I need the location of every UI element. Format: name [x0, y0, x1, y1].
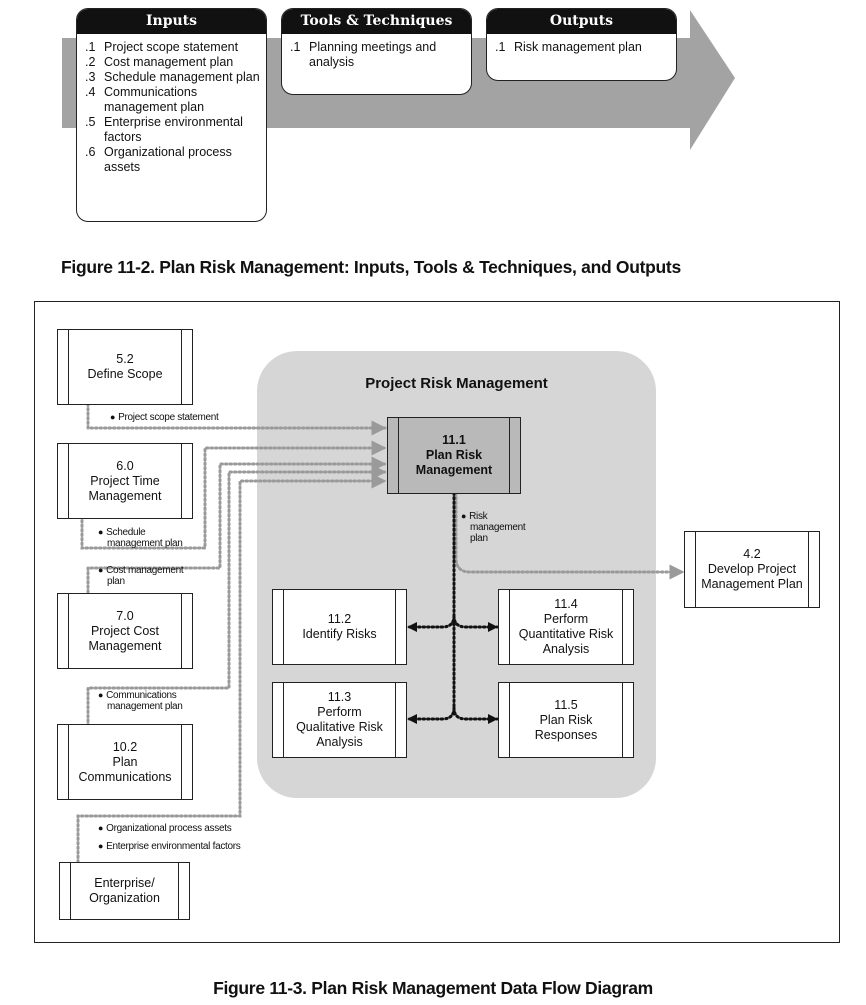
- flow-plan-risk-to-pmp: [454, 491, 685, 580]
- cost-management-box: 7.0 Project Cost Management: [57, 593, 193, 669]
- inputs-item: .2 Cost management plan: [85, 55, 260, 70]
- inputs-header: Inputs: [77, 9, 266, 34]
- figure-11-3-caption: Figure 11-3. Plan Risk Management Data F…: [213, 978, 653, 998]
- inputs-item-text: Schedule management plan: [104, 70, 260, 84]
- inputs-item: .6 Organizational process assets: [85, 145, 260, 175]
- bullet-icon: ●: [98, 565, 104, 575]
- inputs-item-number: .1: [85, 40, 96, 54]
- outputs-header: Outputs: [487, 9, 676, 34]
- quantitative-analysis-name: Perform Quantitative Risk Analysis: [518, 612, 614, 656]
- inputs-item-number: .4: [85, 85, 96, 99]
- define-scope-number: 5.2: [116, 352, 134, 366]
- time-management-box: 6.0 Project Time Management: [57, 443, 193, 519]
- tools-list: .1 Planning meetings and analysis: [282, 34, 471, 74]
- enterprise-organization-box: Enterprise/ Organization: [59, 862, 190, 920]
- inputs-panel: Inputs .1 Project scope statement .2 Cost m…: [76, 8, 267, 222]
- develop-pmp-name: Develop Project Management Plan: [701, 562, 803, 591]
- figure-11-2-caption: Figure 11-2. Plan Risk Management: Input…: [61, 257, 681, 277]
- quantitative-analysis-box: 11.4 Perform Quantitative Risk Analysis: [498, 589, 634, 665]
- outputs-list: .1 Risk management plan: [487, 34, 676, 59]
- label-cost-management-plan: ●Cost management plan: [98, 565, 184, 587]
- inputs-item-number: .5: [85, 115, 96, 129]
- label-communications-management-plan: ●Communications management plan: [98, 690, 183, 712]
- flow-scope-to-plan-risk: [86, 402, 387, 436]
- inputs-item-number: .2: [85, 55, 96, 69]
- plan-risk-responses-number: 11.5: [554, 697, 578, 712]
- label-organizational-process-assets: ●Organizational process assets: [98, 823, 232, 834]
- inputs-item-text: Enterprise environmental factors: [104, 115, 243, 144]
- identify-risks-box: 11.2 Identify Risks: [272, 589, 407, 665]
- group-title: Project Risk Management: [365, 375, 548, 392]
- inputs-item: .1 Project scope statement: [85, 40, 260, 55]
- inputs-item-number: .3: [85, 70, 96, 84]
- plan-risk-number: 11.1: [442, 433, 466, 447]
- flow-to-responses: [452, 706, 499, 724]
- develop-pmp-number: 4.2: [743, 547, 761, 561]
- plan-risk-responses-name: Plan Risk Responses: [534, 712, 598, 742]
- outputs-item: .1 Risk management plan: [495, 40, 670, 55]
- bullet-icon: ●: [98, 823, 104, 833]
- define-scope-box: 5.2 Define Scope: [57, 329, 193, 405]
- enterprise-organization-name: Enterprise/ Organization: [89, 876, 160, 905]
- tools-item: .1 Planning meetings and analysis: [290, 40, 465, 70]
- flow-to-quantitative: [452, 614, 499, 632]
- tools-header: Tools & Techniques: [282, 9, 471, 34]
- outputs-item-number: .1: [495, 40, 506, 54]
- flow-comms-to-plan-risk: [86, 464, 387, 728]
- outputs-item-text: Risk management plan: [514, 40, 642, 54]
- inputs-item-text: Organizational process assets: [104, 145, 232, 174]
- plan-communications-box: 10.2 Plan Communications: [57, 724, 193, 800]
- plan-risk-name: Plan Risk Management: [415, 448, 493, 477]
- inputs-item: .3 Schedule management plan: [85, 70, 260, 85]
- qualitative-analysis-number: 11.3: [327, 690, 352, 704]
- develop-pmp-box: 4.2 Develop Project Management Plan: [684, 531, 820, 608]
- plan-risk-responses-box: 11.5 Plan Risk Responses: [498, 682, 634, 758]
- inputs-item-number: .6: [85, 145, 96, 159]
- bullet-icon: ●: [98, 690, 104, 700]
- plan-communications-number: 10.2: [112, 739, 138, 754]
- bullet-icon: ●: [98, 841, 104, 851]
- flow-to-identify: [406, 614, 456, 632]
- label-risk-management-plan: ●Risk management plan: [461, 511, 526, 544]
- flow-to-qualitative: [406, 706, 456, 724]
- define-scope-name: Define Scope: [87, 367, 163, 381]
- cost-management-number: 7.0: [116, 608, 134, 623]
- cost-management-name: Project Cost Management: [88, 623, 162, 653]
- bullet-icon: ●: [110, 412, 116, 422]
- tools-item-text: Planning meetings and analysis: [309, 40, 437, 69]
- flow-schedule-to-plan-risk: [80, 440, 387, 550]
- inputs-item-text: Cost management plan: [104, 55, 234, 69]
- inputs-list: .1 Project scope statement .2 Cost manageme…: [77, 34, 266, 179]
- inputs-item: .4 Communications management plan: [85, 85, 260, 115]
- qualitative-analysis-box: 11.3 Perform Qualitative Risk Analysis: [272, 682, 407, 758]
- plan-risk-management-box: 11.1 Plan Risk Management: [387, 417, 521, 494]
- inputs-item: .5 Enterprise environmental factors: [85, 115, 260, 145]
- label-enterprise-environmental-factors: ●Enterprise environmental factors: [98, 841, 241, 852]
- label-schedule-management-plan: ●Schedule management plan: [98, 527, 183, 549]
- diagram-frame: [34, 301, 840, 943]
- bullet-icon: ●: [98, 527, 104, 537]
- tools-panel: Tools & Techniques .1 Planning meetings a…: [281, 8, 472, 95]
- quantitative-analysis-number: 11.4: [554, 597, 578, 611]
- label-project-scope-statement: ●Project scope statement: [110, 412, 219, 423]
- outputs-panel: Outputs .1 Risk management plan: [486, 8, 677, 81]
- time-management-name: Project Time Management: [88, 473, 162, 503]
- inputs-item-text: Project scope statement: [104, 40, 239, 54]
- qualitative-analysis-name: Perform Qualitative Risk Analysis: [296, 705, 383, 749]
- plan-communications-name: Plan Communications: [78, 754, 172, 784]
- flow-enterprise-to-plan-risk: [76, 473, 387, 864]
- flow-cost-to-plan-risk: [86, 456, 387, 594]
- tools-item-number: .1: [290, 40, 301, 54]
- identify-risks-number: 11.2: [327, 612, 352, 626]
- time-management-number: 6.0: [116, 458, 134, 473]
- inputs-item-text: Communications management plan: [104, 85, 205, 114]
- bullet-icon: ●: [461, 511, 467, 521]
- identify-risks-name: Identify Risks: [302, 627, 377, 641]
